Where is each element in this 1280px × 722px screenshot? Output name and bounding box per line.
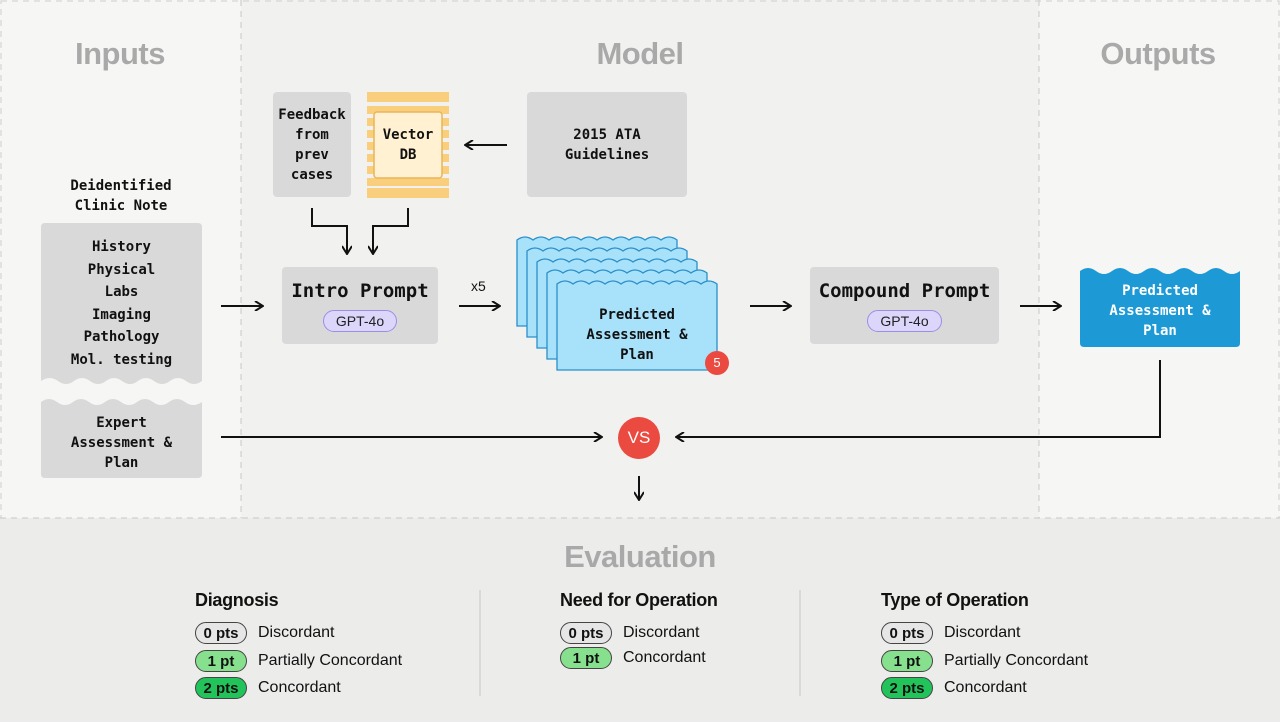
predicted-card-5: [556, 280, 718, 371]
score-badge: 1 pt: [560, 647, 612, 669]
note-item-pathology: Pathology: [83, 329, 160, 346]
score-label: Partially Concordant: [944, 651, 1089, 669]
score-label: Partially Concordant: [258, 651, 403, 669]
feedback-box: Feedback from prev cases: [273, 92, 351, 197]
inputs-title: Inputs: [75, 36, 166, 71]
note-item-physical: Physical: [87, 261, 156, 278]
note-item-mol-testing: Mol. testing: [70, 351, 173, 368]
evaluation-title: Evaluation: [564, 539, 716, 574]
eval-score-row: 0 pts Discordant: [881, 621, 1020, 645]
expert-assessment-box: Expert Assessment & Plan: [70, 415, 173, 471]
note-item-labs: Labs: [104, 284, 139, 301]
compound-prompt-label: Compound Prompt: [818, 279, 991, 302]
evaluation-divider: [0, 517, 1280, 519]
output-predicted-label: Predicted Assessment & Plan: [1109, 283, 1211, 339]
eval-column-title-3: Type of Operation: [881, 590, 1029, 610]
clinic-note-box-shape: [41, 223, 202, 384]
outputs-title: Outputs: [1100, 36, 1216, 71]
ata-guidelines-box: 2015 ATA Guidelines: [527, 92, 687, 197]
score-badge: 1 pt: [195, 649, 247, 672]
eval-score-row: 2 pts Concordant: [195, 676, 341, 700]
score-badge: 0 pts: [881, 622, 933, 644]
score-badge: 2 pts: [195, 677, 247, 699]
score-label: Discordant: [623, 624, 700, 641]
intro-prompt-label: Intro Prompt: [291, 279, 429, 302]
compound-model-pill: GPT-4o: [867, 309, 942, 332]
output-predicted-shape: [1080, 268, 1240, 347]
stack-count-badge: 5: [705, 351, 729, 375]
eval-score-row: 1 pt Concordant: [560, 646, 706, 670]
expert-box-shape: [41, 399, 202, 478]
eval-score-row: 1 pt Partially Concordant: [881, 649, 1088, 673]
predicted-stack-label: Predicted Assessment & Plan: [586, 307, 688, 363]
eval-score-row: 0 pts Discordant: [560, 621, 699, 645]
compound-prompt-box: Compound Prompt GPT-4o: [810, 267, 999, 344]
score-badge: 2 pts: [881, 677, 933, 699]
eval-score-row: 1 pt Partially Concordant: [195, 649, 402, 673]
intro-model-pill: GPT-4o: [322, 309, 398, 332]
clinic-note-title: Deidentified Clinic Note: [70, 178, 172, 214]
repeat-count-label: x5: [471, 278, 486, 294]
score-badge: 0 pts: [560, 622, 612, 644]
score-label: Concordant: [623, 649, 706, 666]
score-badge: 0 pts: [195, 622, 247, 644]
model-title: Model: [596, 36, 684, 71]
note-item-history: History: [91, 239, 151, 255]
vector-db-label: Vector DB: [382, 127, 434, 163]
eval-score-row: 0 pts Discordant: [195, 621, 334, 645]
vector-db-icon: [367, 92, 449, 198]
predicted-stack-cards: [516, 236, 718, 371]
score-label: Concordant: [944, 679, 1027, 696]
note-item-imaging: Imaging: [91, 306, 151, 323]
eval-score-row: 2 pts Concordant: [881, 676, 1027, 700]
score-badge: 1 pt: [881, 649, 933, 672]
eval-column-title-2: Need for Operation: [560, 590, 718, 610]
intro-prompt-box: Intro Prompt GPT-4o: [282, 267, 438, 344]
eval-column-title-1: Diagnosis: [195, 590, 279, 610]
score-label: Concordant: [258, 679, 341, 696]
clinic-note-items: History Physical Labs Imaging Pathology …: [41, 236, 202, 372]
vs-comparison-circle: VS: [618, 417, 660, 459]
evaluation-column-dividers: [479, 590, 801, 696]
score-label: Discordant: [258, 624, 335, 641]
score-label: Discordant: [944, 624, 1021, 641]
